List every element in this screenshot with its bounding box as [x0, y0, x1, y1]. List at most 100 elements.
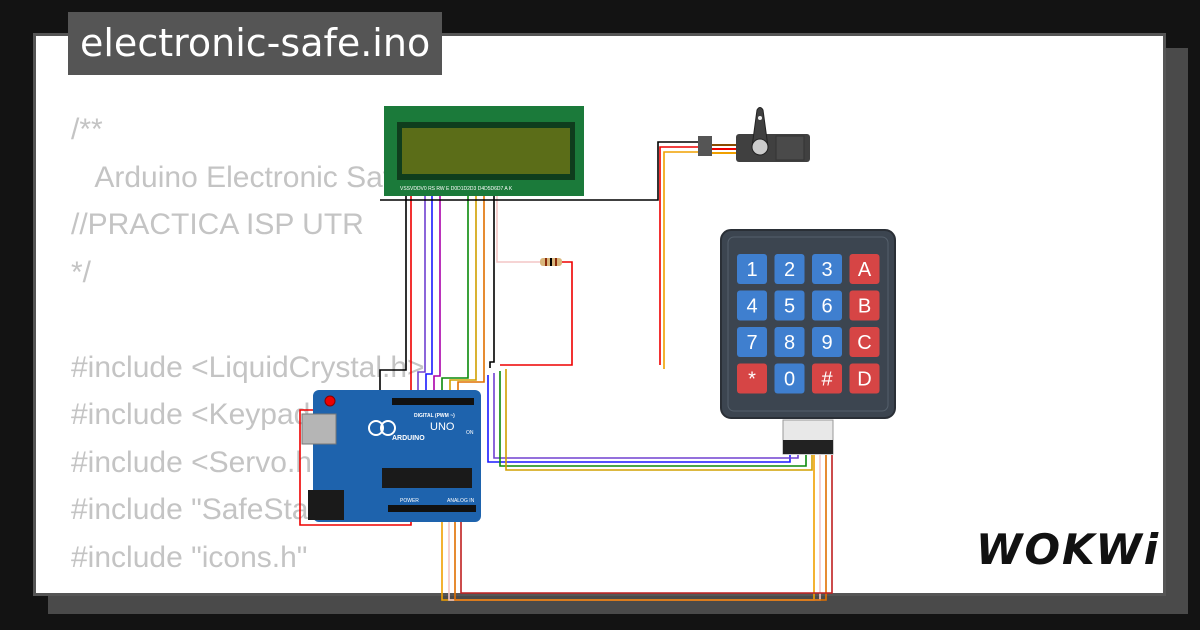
wire-resistor — [500, 261, 573, 366]
key-label: 1 — [746, 259, 757, 281]
key-A[interactable]: A — [849, 254, 880, 284]
key-C[interactable]: C — [849, 327, 880, 357]
key-cap — [812, 363, 842, 394]
key-1[interactable]: 1 — [737, 254, 767, 284]
key-label: D — [857, 369, 871, 391]
reset-button[interactable] — [324, 395, 336, 407]
key-star[interactable]: * — [737, 363, 767, 394]
usb-port — [301, 413, 337, 445]
key-9[interactable]: 9 — [812, 327, 842, 357]
key-2[interactable]: 2 — [774, 254, 805, 284]
power-label: POWER — [400, 498, 419, 504]
lcd-pin-labels: VSSVDDV0 RS RW E D0D1D2D3 D4D5D6D7 A K — [400, 186, 513, 192]
arduino-logo-icon — [380, 420, 396, 436]
uno-board — [313, 390, 481, 522]
digital-label: DIGITAL (PWM ~) — [414, 413, 455, 419]
key-cap — [737, 290, 767, 321]
servo-lead — [712, 148, 736, 150]
key-cap — [774, 254, 805, 284]
key-hash[interactable]: # — [812, 363, 842, 394]
key-label: # — [821, 369, 833, 391]
key-0[interactable]: 0 — [774, 363, 805, 394]
wire-lcd-rs — [417, 192, 426, 398]
code-line: */ — [71, 255, 92, 289]
servo-cap — [775, 135, 805, 161]
wokwi-logo[interactable]: WOKWi — [976, 525, 1161, 574]
lcd-display[interactable]: VSSVDDV0 RS RW E D0D1D2D3 D4D5D6D7 A K — [384, 106, 584, 196]
key-D[interactable]: D — [849, 363, 880, 394]
digital-header — [392, 398, 474, 405]
wire-lcd-d5 — [441, 192, 469, 398]
servo-motor[interactable] — [698, 107, 810, 163]
servo-hole — [758, 116, 762, 120]
key-label: 3 — [821, 259, 832, 281]
code-line: //PRACTICA ISP UTR — [71, 208, 364, 241]
resistor[interactable] — [540, 258, 562, 266]
key-label: 8 — [784, 332, 795, 354]
key-cap — [737, 327, 767, 357]
arduino-brand: ARDUINO — [392, 435, 425, 442]
uno-label: UNO — [430, 421, 455, 433]
key-3[interactable]: 3 — [812, 254, 842, 284]
wire-keypad-4 — [505, 369, 813, 471]
arduino-logo-icon — [368, 420, 384, 436]
key-7[interactable]: 7 — [737, 327, 767, 357]
wire-lcd-d6 — [449, 192, 477, 398]
key-label: 5 — [784, 296, 795, 318]
project-title[interactable]: electronic-safe.ino — [68, 12, 443, 75]
key-label: 0 — [784, 369, 795, 391]
wire-keypad-7 — [454, 455, 827, 601]
resistor-band — [545, 258, 547, 266]
wire-servo-vcc — [659, 146, 700, 365]
key-cap — [737, 363, 767, 394]
key-cap — [849, 363, 880, 394]
wire-servo-signal — [663, 151, 700, 369]
key-label: 7 — [746, 332, 757, 354]
key-label: * — [748, 369, 756, 391]
code-line: Arduino Electronic Safe — [71, 160, 408, 194]
code-line: #include <Servo.h> — [71, 445, 330, 479]
key-5[interactable]: 5 — [774, 290, 805, 321]
code-line: /** — [71, 113, 103, 146]
key-label: C — [857, 332, 871, 354]
keypad-frame — [727, 236, 889, 412]
analog-header — [388, 505, 476, 512]
key-label: B — [858, 296, 871, 318]
key-4[interactable]: 4 — [737, 290, 767, 321]
key-cap — [812, 327, 842, 357]
key-cap — [774, 327, 805, 357]
servo-horn — [751, 107, 769, 148]
resistor-band — [550, 258, 552, 266]
key-cap — [849, 290, 880, 321]
wire-keypad-6 — [448, 455, 821, 601]
code-line: #include <LiquidCrystal.h> — [71, 350, 425, 384]
wire-lcd-d7 — [457, 192, 485, 398]
resistor-band — [555, 258, 557, 266]
key-cap — [774, 290, 805, 321]
key-label: 4 — [746, 296, 757, 318]
key-cap — [849, 254, 880, 284]
key-label: 9 — [821, 332, 832, 354]
wire-keypad-2 — [493, 373, 799, 459]
wire-lcd-e — [425, 192, 433, 398]
key-B[interactable]: B — [849, 290, 880, 321]
key-label: 2 — [784, 259, 795, 281]
wire-lcd-d4 — [433, 192, 441, 398]
arduino-uno[interactable]: DIGITAL (PWM ~) ARDUINO UNO ON POWER ANA… — [301, 390, 481, 522]
wire-lcd-k — [489, 192, 495, 368]
key-6[interactable]: 6 — [812, 290, 842, 321]
key-cap — [812, 254, 842, 284]
code-preview: /** Arduino Electronic Safe //PRACTICA I… — [71, 106, 425, 581]
key-8[interactable]: 8 — [774, 327, 805, 357]
on-led-label: ON — [466, 430, 474, 436]
power-jack — [308, 490, 344, 520]
preview-card: /** Arduino Electronic Safe //PRACTICA I… — [33, 33, 1166, 596]
key-cap — [849, 327, 880, 357]
servo-shaft — [751, 138, 769, 156]
key-label: 6 — [821, 296, 832, 318]
keypad-connector — [783, 440, 833, 454]
servo-connector — [698, 136, 712, 156]
